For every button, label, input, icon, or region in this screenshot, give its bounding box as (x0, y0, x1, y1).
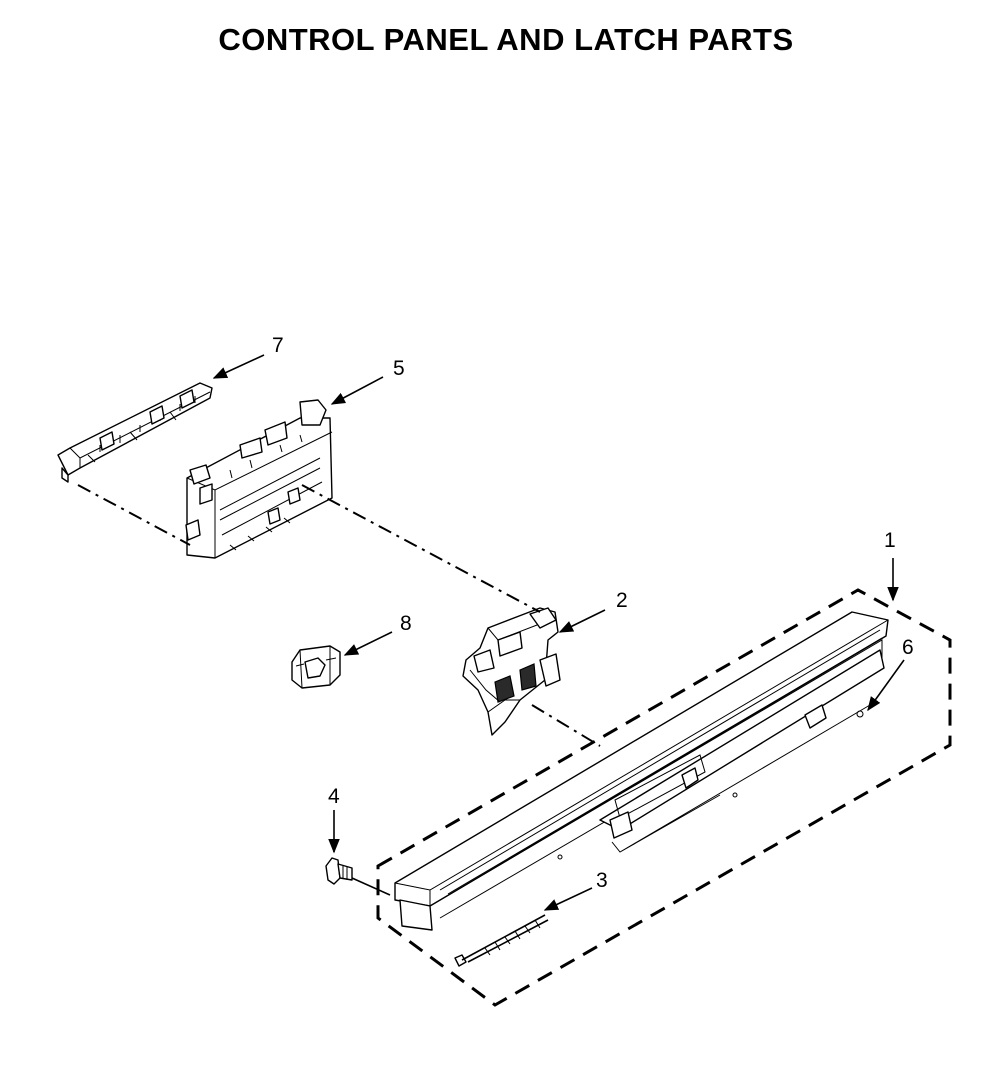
callout-2: 2 (616, 589, 628, 612)
callout-4: 4 (328, 785, 340, 808)
callout-5: 5 (393, 357, 405, 380)
part-7-rail[interactable] (57, 382, 213, 483)
callout-8: 8 (400, 612, 412, 635)
arrow-8 (343, 631, 393, 656)
callout-1: 1 (884, 529, 896, 552)
arrow-5 (330, 376, 384, 405)
arrow-7 (212, 354, 265, 379)
assembly-1-boundary (376, 588, 952, 1007)
arrow-2 (558, 609, 606, 633)
callout-3: 3 (596, 869, 608, 892)
diagram-title: CONTROL PANEL AND LATCH PARTS (218, 22, 794, 57)
arrow-3 (543, 887, 593, 911)
part-8-clip[interactable] (291, 645, 341, 689)
part-1-control-panel[interactable] (394, 611, 889, 931)
callout-6: 6 (902, 636, 914, 659)
leader-2-to-1 (531, 704, 601, 747)
part-5-control-board[interactable] (185, 399, 333, 559)
leader-5-to-2 (301, 484, 541, 613)
part-4-screw[interactable] (325, 857, 353, 885)
leader-7-to-5 (77, 484, 191, 546)
part-3-spring-rod[interactable] (454, 914, 549, 967)
part-2-door-latch[interactable] (462, 607, 561, 736)
callout-7: 7 (272, 334, 284, 357)
arrow-6 (867, 659, 905, 712)
leader-4-to-1 (351, 877, 391, 896)
